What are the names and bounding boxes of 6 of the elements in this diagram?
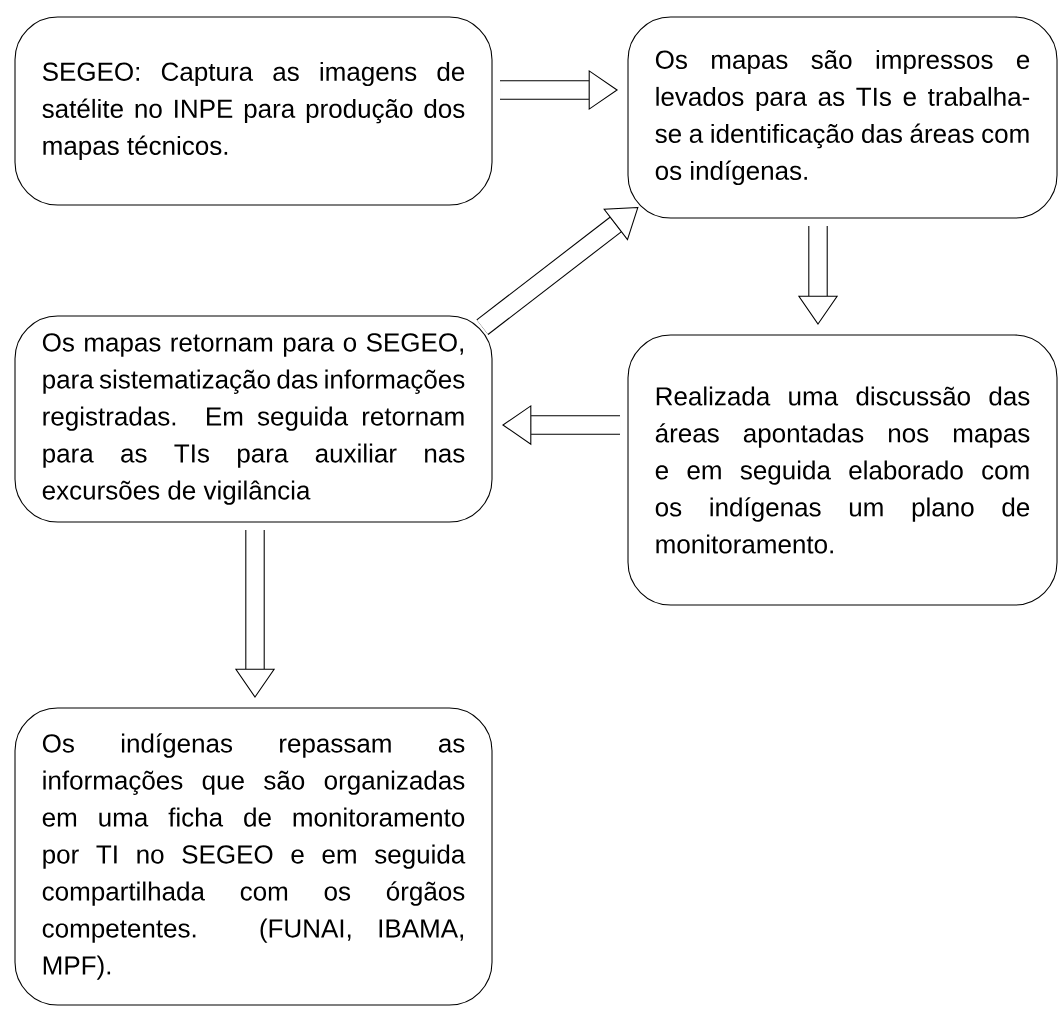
block-arrow: [476, 206, 639, 335]
process-box: Realizada uma discussão das áreas apontadas nos mapas e em seguida elaborado com os indígenas um plano de monitoramento.: [627, 334, 1058, 606]
process-box: Os mapas são impressos e levados para as TIs e trabalha-se a identificação das áreas com os indígenas.: [627, 16, 1058, 219]
process-box: Os indígenas repassam as informações que são organizadas em uma ficha de monitoramento por TI no SEGEO e em seguida compartilhada com os órgãos competentes. (FUNAI, IBAMA, MPF).: [14, 707, 493, 1006]
process-box: SEGEO: Captura as imagens de satélite no INPE para produção dos mapas técnicos.: [14, 16, 493, 206]
process-box: Os mapas retornam para o SEGEO, para sistematização das informações registradas. Em seguida retornam para as TIs para auxiliar nas excursões de vigilância: [14, 315, 493, 523]
